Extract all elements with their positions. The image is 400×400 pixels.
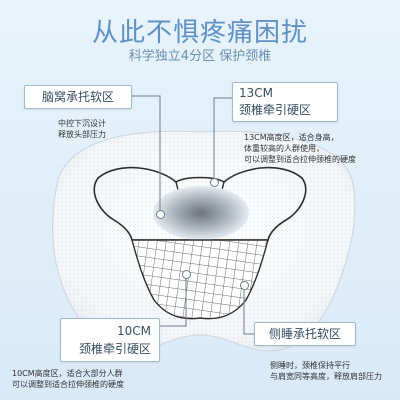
page-subtitle: 科学独立4分区 保护颈椎 [128, 49, 272, 64]
zone-label-13cm: 13CM 颈椎牵引硬区 [232, 82, 338, 122]
zone-desc-13cm: 13CM高度区，适合身高， 体重较高的人群使用， 可以调整到适合拉伸颈椎的硬度 [244, 133, 356, 164]
marker-dot-1 [156, 210, 165, 219]
zone-label-head-soft: 脑窝承托软区 [24, 85, 132, 109]
marker-dot-4 [240, 281, 249, 290]
zone-desc-side-soft: 侧睡时，颈椎保持平行 与肩宽同等高度，释放肩部压力 [270, 361, 382, 381]
zone-label-height: 10CM [116, 324, 151, 338]
zone-desc-10cm: 10CM高度区，适合大部分人群 可以调整到适合拉伸颈椎的硬度 [12, 369, 124, 389]
page-title: 从此不惧疼痛困扰 [91, 18, 308, 48]
marker-dot-3 [182, 270, 191, 279]
zone-label-text: 颈椎牵引硬区 [239, 103, 312, 117]
zone-label-height: 13CM [239, 86, 274, 100]
zone-desc-head-soft: 中控下沉设计 释放头部压力 [58, 119, 106, 139]
zone-label-text: 颈椎牵引硬区 [78, 342, 151, 356]
zone-label-text: 脑窝承托软区 [41, 90, 114, 104]
head-hollow [153, 186, 249, 240]
marker-dot-2 [210, 178, 219, 187]
zone-label-side-soft: 侧睡承托软区 [254, 322, 356, 346]
zone-label-10cm: 10CM 颈椎牵引硬区 [60, 318, 160, 362]
zone-label-text: 侧睡承托软区 [268, 327, 341, 341]
zone-outline [93, 166, 307, 241]
